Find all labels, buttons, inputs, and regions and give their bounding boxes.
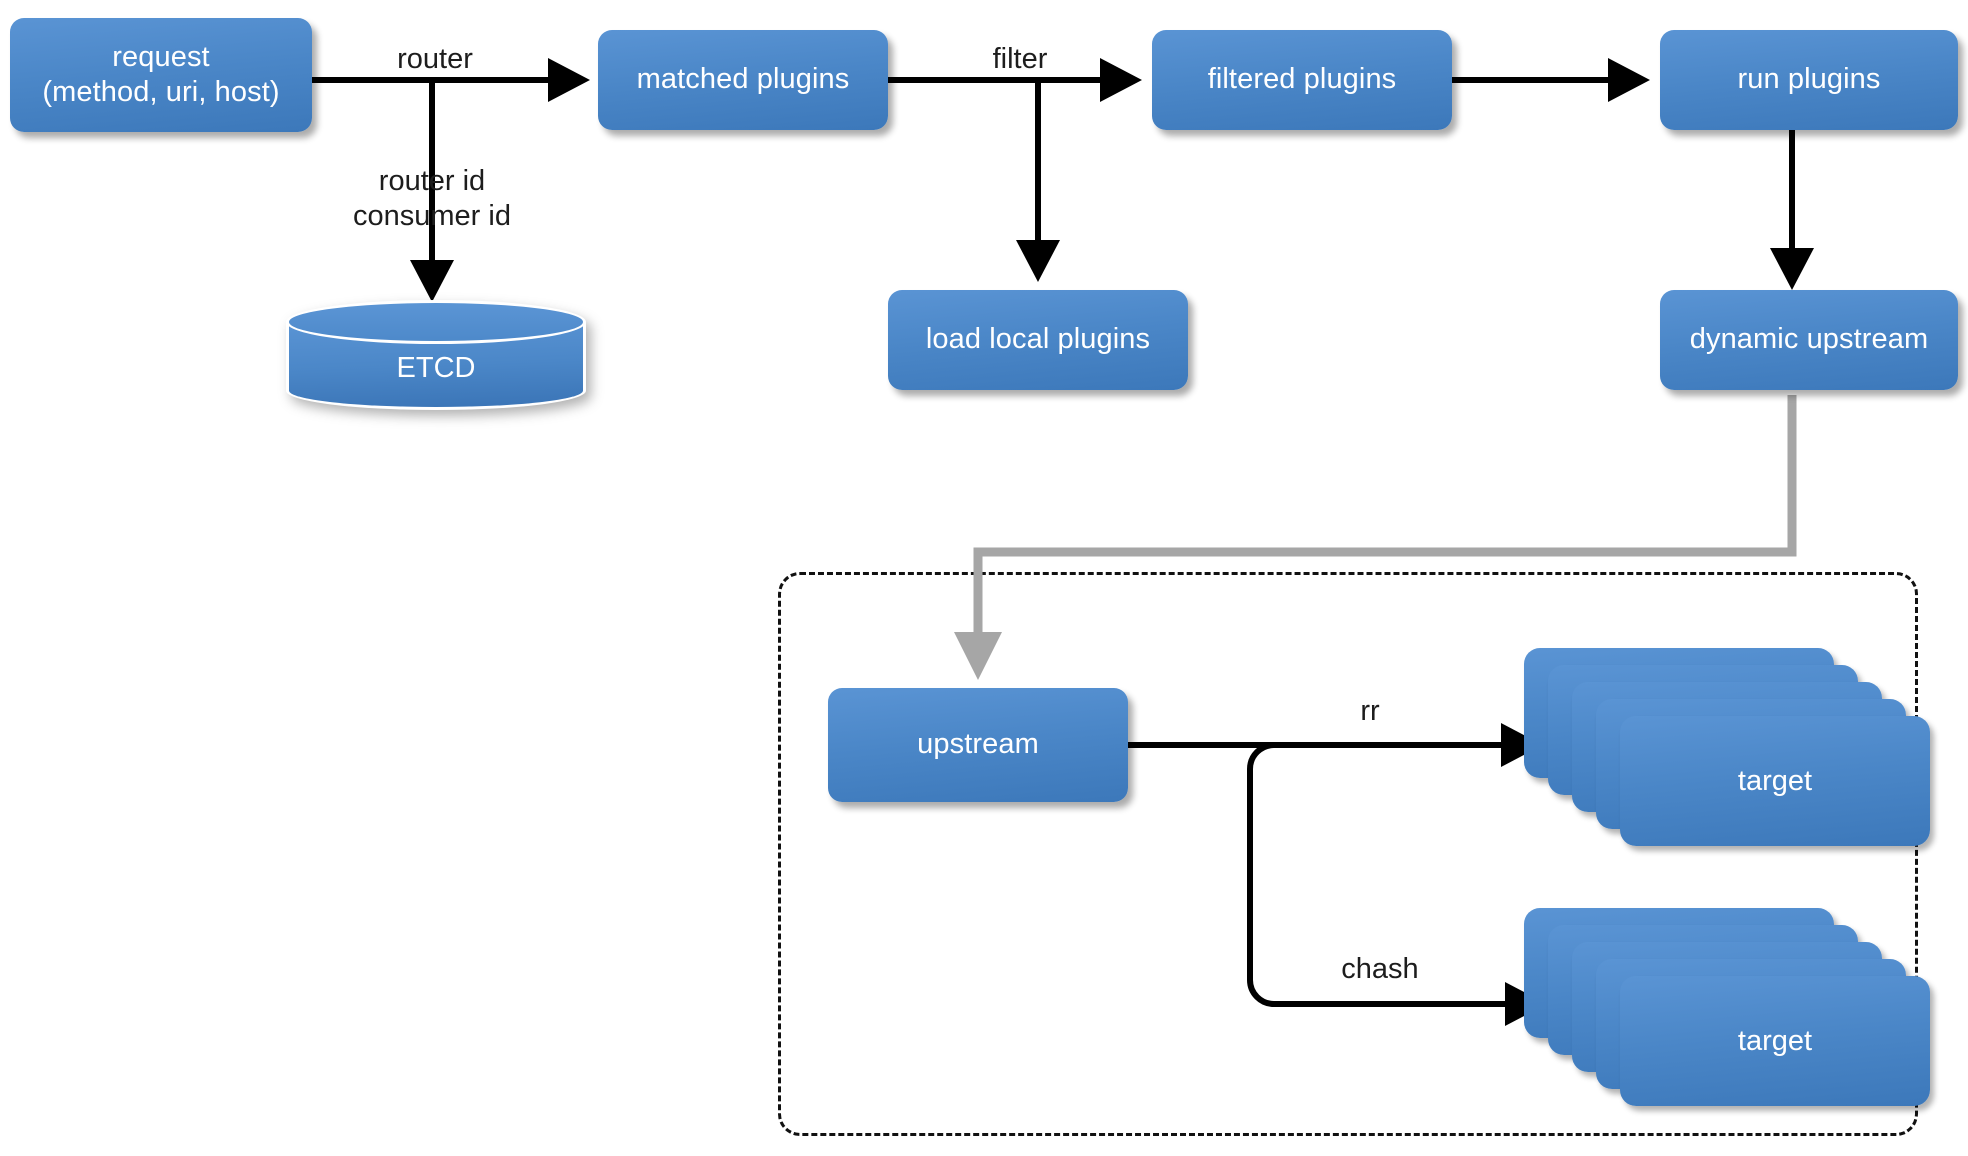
arrowhead-matched [548,58,590,102]
edge-label-filter: filter [992,43,1048,75]
edge-label-rr: rr [1360,695,1380,727]
arrowhead-load-local [1016,240,1060,282]
node-load-local-plugins[interactable]: load local plugins [888,290,1188,390]
node-target-rr[interactable]: target [1524,648,1930,846]
etcd-cylinder-top [286,300,586,344]
node-etcd[interactable]: ETCD [286,300,586,410]
target-rr-label: target [1620,716,1930,846]
arrowhead-run-plugins [1608,58,1650,102]
edge-label-chash: chash [1341,953,1419,985]
node-target-chash[interactable]: target [1524,908,1930,1106]
node-request[interactable]: request (method, uri, host) [10,18,312,132]
node-matched-plugins[interactable]: matched plugins [598,30,888,130]
node-upstream[interactable]: upstream [828,688,1128,802]
edge-label-router-consumer-id: router id consumer id [353,165,511,233]
node-filtered-plugins[interactable]: filtered plugins [1152,30,1452,130]
node-dynamic-upstream[interactable]: dynamic upstream [1660,290,1958,390]
arrowhead-dynamic-upstream [1770,248,1814,290]
node-run-plugins[interactable]: run plugins [1660,30,1958,130]
target-chash-label: target [1620,976,1930,1106]
edge-label-router: router [397,43,473,75]
etcd-label: ETCD [396,352,476,384]
arrowhead-etcd [410,260,454,302]
